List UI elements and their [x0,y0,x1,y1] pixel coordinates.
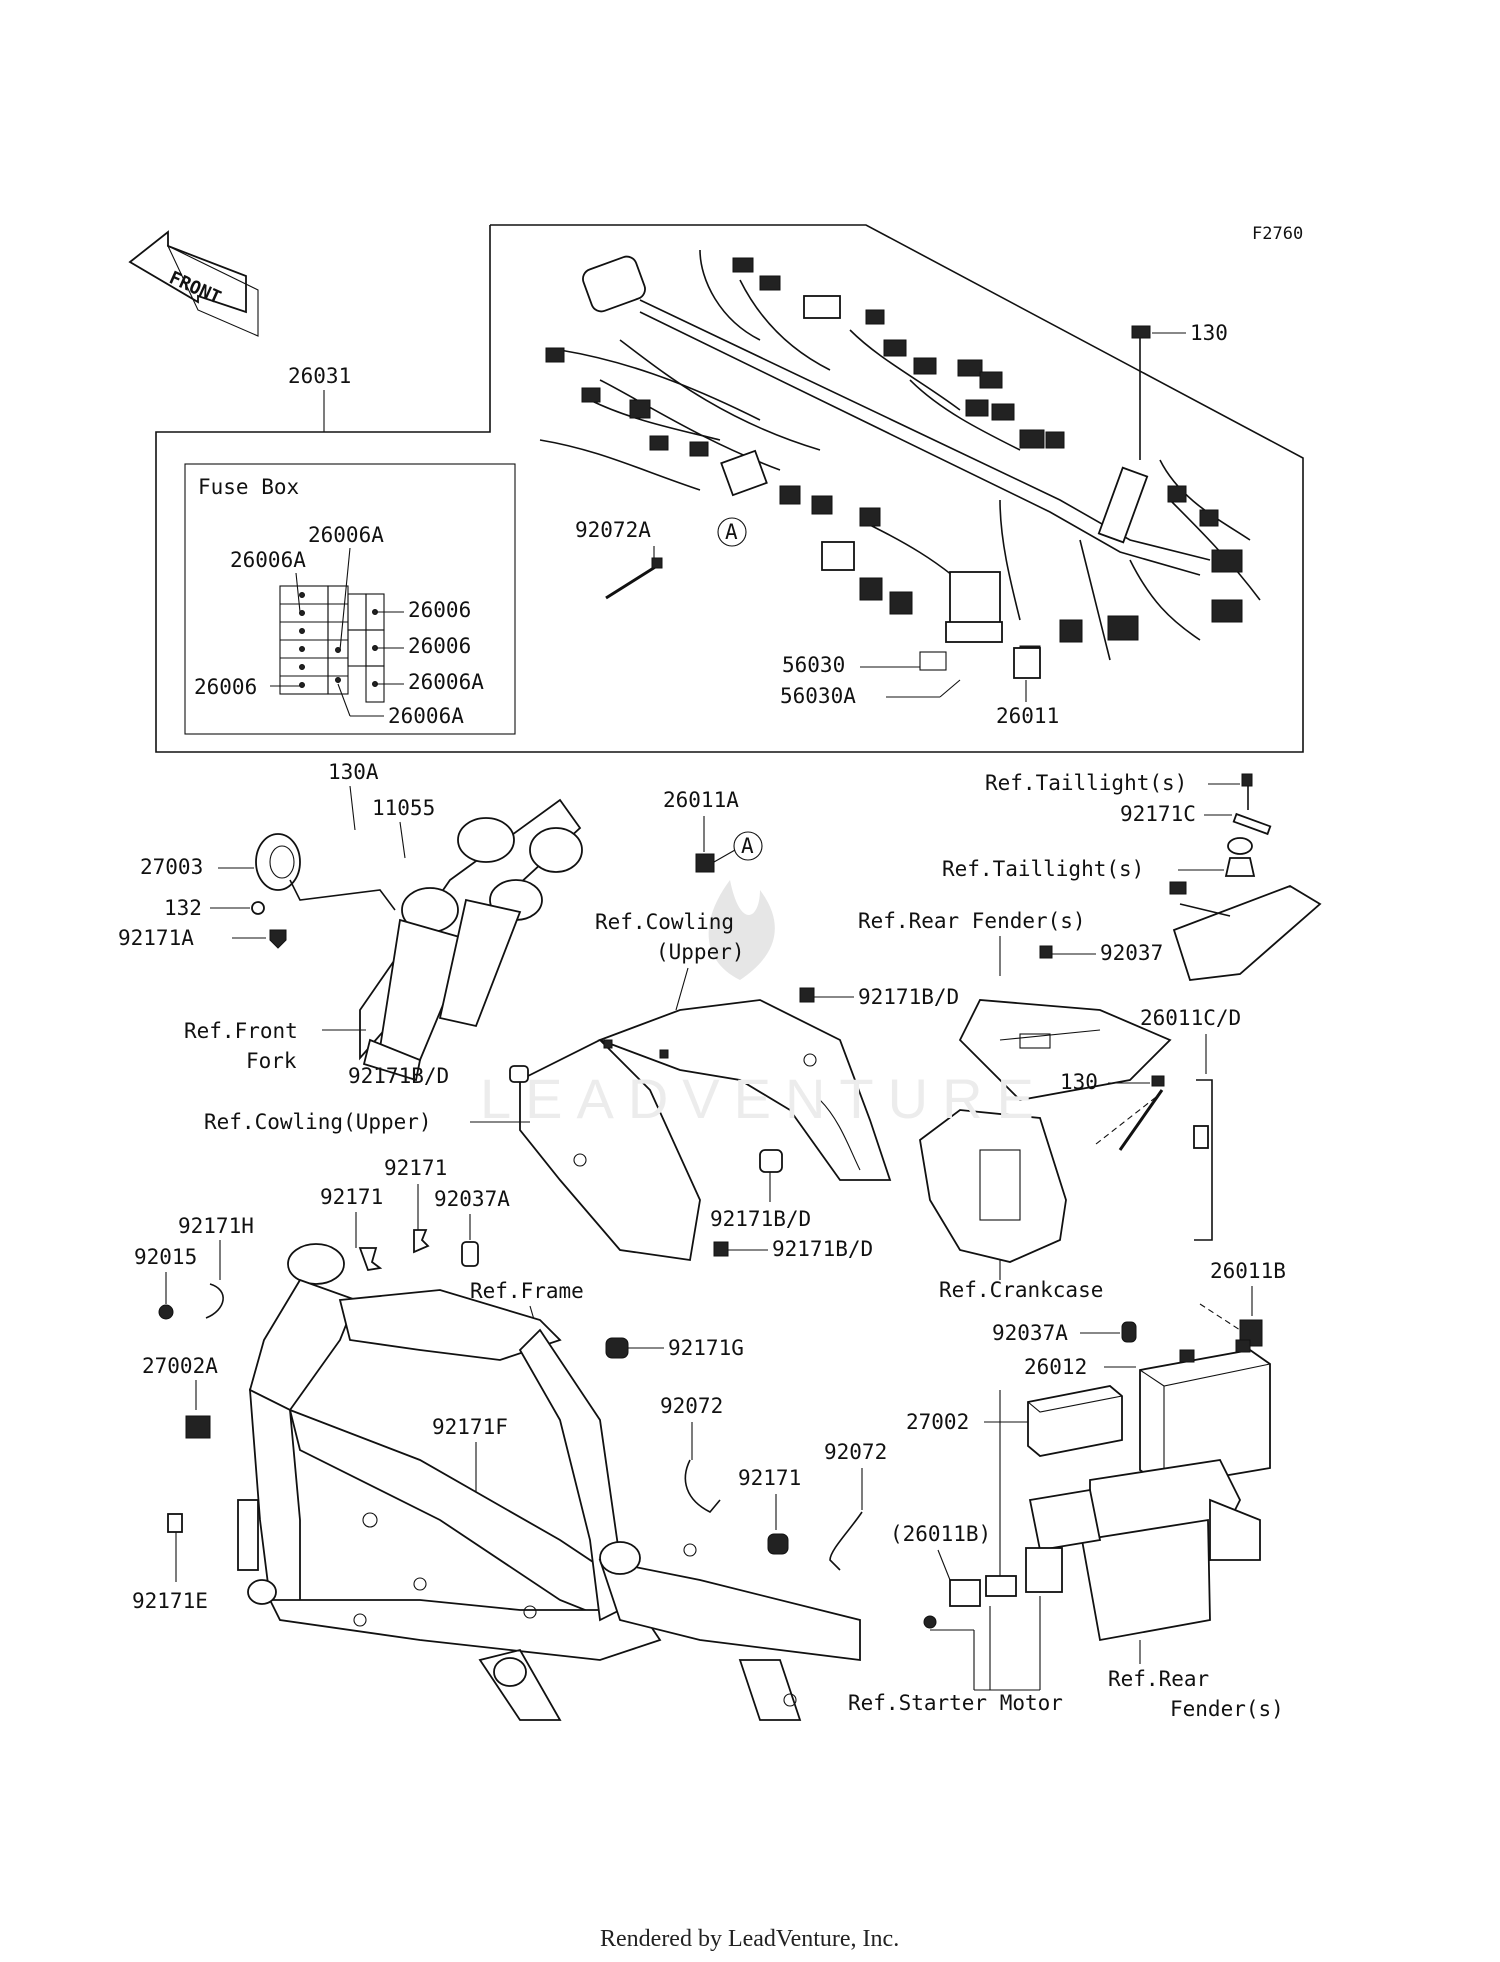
part-label-92171A: 92171A [118,926,194,950]
part-label-132: 132 [164,896,202,920]
part-label-26011B-paren: (26011B) [890,1522,991,1546]
part-label-92015: 92015 [134,1245,197,1269]
figure-code: F2760 [1252,224,1303,244]
part-label-130-top: 130 [1190,321,1228,345]
part-label-92171-b: 92171 [320,1185,383,1209]
part-label-92072-b: 92072 [824,1440,887,1464]
battery-tray-icon [1028,1459,1261,1642]
fuse-label-26006-right-2: 26006 [408,634,471,658]
watermark: LEADVENTURE [480,1067,1048,1130]
ref-rear-fender-line2: Fender(s) [1170,1697,1284,1721]
cable-tie-92072-a-icon [684,1459,721,1513]
cable-tie-92072-b-icon [829,1511,863,1571]
part-label-92171E: 92171E [132,1589,208,1613]
motorcycle-frame-icon [237,1243,861,1721]
ref-taillight-1: Ref.Taillight(s) [985,771,1187,795]
part-label-92171-c: 92171 [738,1466,801,1490]
part-label-92171F: 92171F [432,1415,508,1439]
harness-enclosure [155,224,1304,753]
battery-icon [1139,1339,1271,1487]
fuse-label-26006A-left: 26006A [230,548,306,572]
ref-taillight-2: Ref.Taillight(s) [942,857,1144,881]
part-label-56030A: 56030A [780,684,856,708]
ref-frame: Ref.Frame [470,1279,584,1303]
ref-cowling-upper-side: Ref.Cowling(Upper) [204,1110,432,1134]
upper-cowling-icon [519,999,892,1262]
part-label-92072-a: 92072 [660,1394,723,1418]
part-label-92171C: 92171C [1120,802,1196,826]
fuse-block-icon [279,585,385,703]
part-label-92037: 92037 [1100,941,1163,965]
part-label-26031: 26031 [288,364,351,388]
connector-26011-icon [1013,647,1041,679]
ecu-27002-icon [1027,1385,1123,1457]
main-wiring-harness-icon [539,249,1261,669]
fuse-box-inset: Fuse Box 26006A 26006A 26006 26006 [184,463,516,735]
horn-icon [255,833,396,911]
ref-cowling-upper-line2: (Upper) [656,940,745,964]
fuse-label-26006A-right-3: 26006A [408,670,484,694]
fuse-label-26006-right-1: 26006 [408,598,471,622]
fuse-label-26006-left-bottom: 26006 [194,675,257,699]
footer-credit: Rendered by LeadVenture, Inc. [600,1926,899,1952]
part-label-11055: 11055 [372,796,435,820]
bolt-taillight-icon [1241,773,1253,810]
bolt-130-icon [1131,325,1151,339]
part-label-130A: 130A [328,760,379,784]
fuse-label-26006A-bottom: 26006A [388,704,464,728]
part-label-92171B-D-2: 92171B/D [348,1064,449,1088]
part-label-92072A: 92072A [575,518,651,542]
frame-clips-icon [358,1229,479,1272]
part-label-92037A-left: 92037A [434,1187,510,1211]
part-label-26011: 26011 [996,704,1059,728]
part-label-27003: 27003 [140,855,203,879]
watermark-logo-icon [708,880,775,980]
cable-tie-92072A-icon [605,557,663,600]
callout-a: A [725,520,738,544]
crankcase-cover-icon [919,1109,1067,1263]
part-label-26012: 26012 [1024,1355,1087,1379]
rear-fender-upper-icon [958,999,1172,1101]
ref-rear-fender-line1: Ref.Rear [1108,1667,1209,1691]
bolt-130-mid-icon [1118,1075,1165,1151]
part-label-92171G: 92171G [668,1336,744,1360]
part-label-92171H: 92171H [178,1214,254,1238]
part-label-130-mid: 130 [1060,1070,1098,1094]
starter-motor-leader-lines [930,1596,1041,1691]
part-label-92171B-D-3: 92171B/D [710,1207,811,1231]
taillight-icon [1169,837,1322,981]
callout-a-second: A [741,834,754,858]
wire-lead-26011C-D-icon [1193,1079,1213,1241]
ref-starter-motor: Ref.Starter Motor [848,1691,1063,1715]
part-label-92037A-right: 92037A [992,1321,1068,1345]
starter-relay-icon [923,1547,1063,1629]
part-label-56030: 56030 [782,653,845,677]
part-label-26011A: 26011A [663,788,739,812]
ref-crankcase: Ref.Crankcase [939,1278,1103,1302]
fuse-label-26006A-upper: 26006A [308,523,384,547]
ref-front-fork-line2: Fork [246,1049,297,1073]
part-label-26011B: 26011B [1210,1259,1286,1283]
front-fork-triple-clamp-icon [359,798,583,1082]
part-label-92171-a: 92171 [384,1156,447,1180]
ref-front-fork-line1: Ref.Front [184,1019,298,1043]
part-label-27002A: 27002A [142,1354,218,1378]
fuse-box-title: Fuse Box [198,475,299,499]
part-label-92171B-D-4: 92171B/D [772,1237,873,1261]
front-direction-arrow-icon: FRONT [128,230,259,337]
part-label-26011C-D: 26011C/D [1140,1006,1241,1030]
ref-rear-fender-top: Ref.Rear Fender(s) [858,909,1086,933]
part-label-27002: 27002 [906,1410,969,1434]
part-label-92171B-D-1: 92171B/D [858,985,959,1009]
ref-cowling-upper-line1: Ref.Cowling [595,910,734,934]
